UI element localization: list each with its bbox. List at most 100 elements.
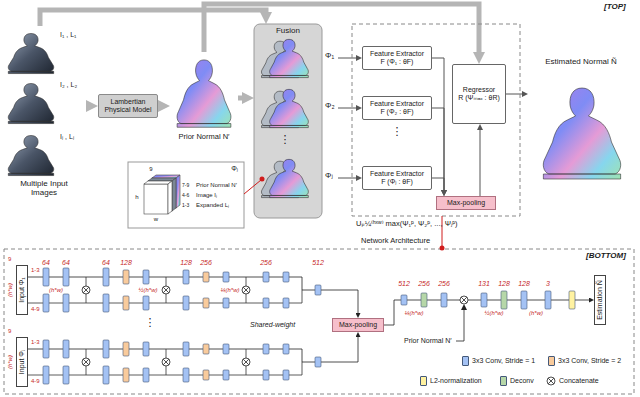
legend-swatch bbox=[420, 376, 427, 386]
diagram-label: 1-3 bbox=[31, 267, 40, 274]
node-text: Estimated Normal Ñ bbox=[528, 58, 634, 67]
diagram-label: 1-3 bbox=[31, 339, 40, 346]
input-image bbox=[8, 34, 53, 74]
node-text: 7-9 bbox=[182, 183, 195, 189]
connector bbox=[40, 10, 266, 26]
feature-extractor: Feature ExtractorF (Φ₁ : θF) bbox=[362, 46, 432, 70]
feature-extractor: Feature ExtractorF (Φ₂ : θF) bbox=[362, 96, 432, 120]
conv-layer bbox=[123, 270, 129, 284]
diagram-label: (h*w) bbox=[7, 283, 14, 297]
node-text: Φ₁ bbox=[325, 52, 339, 61]
diagram-label: ½(h*w) bbox=[138, 287, 157, 294]
conv-layer bbox=[63, 268, 69, 286]
node-text: h bbox=[133, 194, 141, 201]
node-text: w bbox=[149, 216, 163, 223]
node-text: Prior Normal N′ bbox=[166, 133, 242, 141]
conv-layer bbox=[143, 296, 149, 310]
conv-layer bbox=[143, 342, 149, 356]
conv-layer bbox=[283, 272, 289, 282]
diagram-label: Shared-weight bbox=[250, 321, 295, 329]
node-text: F (Φ₁ : θF) bbox=[381, 58, 414, 66]
concat-symbol bbox=[242, 358, 250, 366]
fusion-panel-shape bbox=[254, 24, 322, 218]
conv-layer bbox=[143, 368, 149, 382]
conv-layer bbox=[569, 291, 575, 309]
leader-line bbox=[244, 180, 261, 194]
conv-layer bbox=[63, 366, 69, 384]
fused-normal-picture bbox=[270, 159, 309, 197]
input-tensor-inset: Φⱼ9hw7-94-61-3Prior Normal N′Image IⱼExp… bbox=[128, 162, 244, 228]
estimation-box: Estimation Ñ bbox=[594, 275, 606, 325]
concat-symbol bbox=[162, 358, 170, 366]
input-box: Input Φ₁ bbox=[16, 265, 28, 315]
diagram-label: 128 bbox=[498, 280, 510, 288]
legend-text: L2-normalization bbox=[430, 377, 482, 385]
diagram-label: 128 bbox=[518, 280, 530, 288]
node-text: 9 bbox=[146, 166, 156, 173]
maxpool-box: Max-pooling bbox=[436, 196, 496, 210]
legend-text: 3x3 Conv, Stride = 2 bbox=[558, 357, 621, 365]
conv-layer bbox=[43, 294, 49, 312]
diagram-label: 9 bbox=[8, 256, 11, 263]
node-text: Estimation Ñ bbox=[596, 280, 604, 320]
legend-swatch bbox=[548, 356, 555, 366]
connector bbox=[480, 129, 481, 196]
diagram-label: ¼(h*w) bbox=[404, 310, 423, 317]
node-text: F (Φ₂ : θF) bbox=[380, 108, 413, 116]
concat-symbol bbox=[162, 286, 170, 294]
fused-input: Φ₁ bbox=[258, 36, 338, 80]
concat-symbol bbox=[547, 377, 555, 385]
conv-layer bbox=[183, 368, 189, 382]
connector bbox=[158, 104, 160, 109]
input-image bbox=[8, 84, 53, 124]
diagram-label: ⋮ bbox=[280, 133, 291, 145]
dashed-frame bbox=[352, 24, 520, 216]
maxpool-box: Max-pooling bbox=[332, 318, 384, 332]
diagram-label: [TOP] bbox=[604, 3, 626, 12]
conv-layer bbox=[103, 340, 109, 358]
diagram-label: 512 bbox=[312, 259, 324, 267]
legend-item: L2-normalization bbox=[420, 376, 482, 386]
conv-layer bbox=[521, 291, 527, 309]
node-text: Φⱼ bbox=[325, 172, 339, 181]
diagram-label: I₂ , L₂ bbox=[60, 81, 77, 89]
diagram-label: 64 bbox=[102, 259, 110, 267]
conv-layer bbox=[545, 291, 551, 309]
fused-input: Φⱼ bbox=[258, 156, 338, 200]
input-image bbox=[8, 136, 53, 176]
legend-swatch bbox=[462, 356, 469, 366]
connector bbox=[338, 108, 357, 109]
legend-text: Concatenate bbox=[559, 377, 599, 385]
node-text: Max-pooling bbox=[447, 199, 485, 207]
diagram-label: (h*w) bbox=[529, 310, 543, 317]
node-text: Lambertian Physical Model bbox=[102, 98, 154, 113]
node-text: Φ₂ bbox=[325, 102, 339, 111]
diagram-label: I₁ , L₁ bbox=[60, 31, 76, 39]
node-text: Fusion bbox=[254, 27, 322, 36]
input-images: Multiple Input Images bbox=[2, 26, 86, 210]
conv-layer bbox=[123, 296, 129, 310]
node-text: Regressor bbox=[463, 86, 495, 94]
conv-layer bbox=[283, 344, 289, 354]
conv-layer bbox=[143, 270, 149, 284]
diagram-label: 128 bbox=[180, 259, 192, 267]
diagram-label: [BOTTOM] bbox=[586, 252, 626, 261]
diagram-label: ⋮ bbox=[145, 316, 156, 328]
conv-layer bbox=[183, 270, 189, 284]
connector bbox=[432, 58, 444, 191]
conv-layer bbox=[283, 298, 289, 308]
conv-layer bbox=[441, 293, 447, 307]
node-text: Image Iⱼ bbox=[196, 192, 242, 199]
tensor-slab bbox=[144, 181, 172, 214]
conv-layer bbox=[63, 340, 69, 358]
connector bbox=[86, 104, 88, 109]
diagram-label: Prior Normal N′ bbox=[404, 337, 452, 345]
process-box: Lambertian Physical Model bbox=[98, 94, 158, 118]
conv-layer bbox=[203, 272, 209, 282]
conv-layer bbox=[203, 370, 209, 380]
prior-input-line bbox=[456, 309, 464, 341]
conv-layer bbox=[63, 294, 69, 312]
conv-layer bbox=[203, 298, 209, 308]
conv-layer bbox=[223, 344, 229, 354]
